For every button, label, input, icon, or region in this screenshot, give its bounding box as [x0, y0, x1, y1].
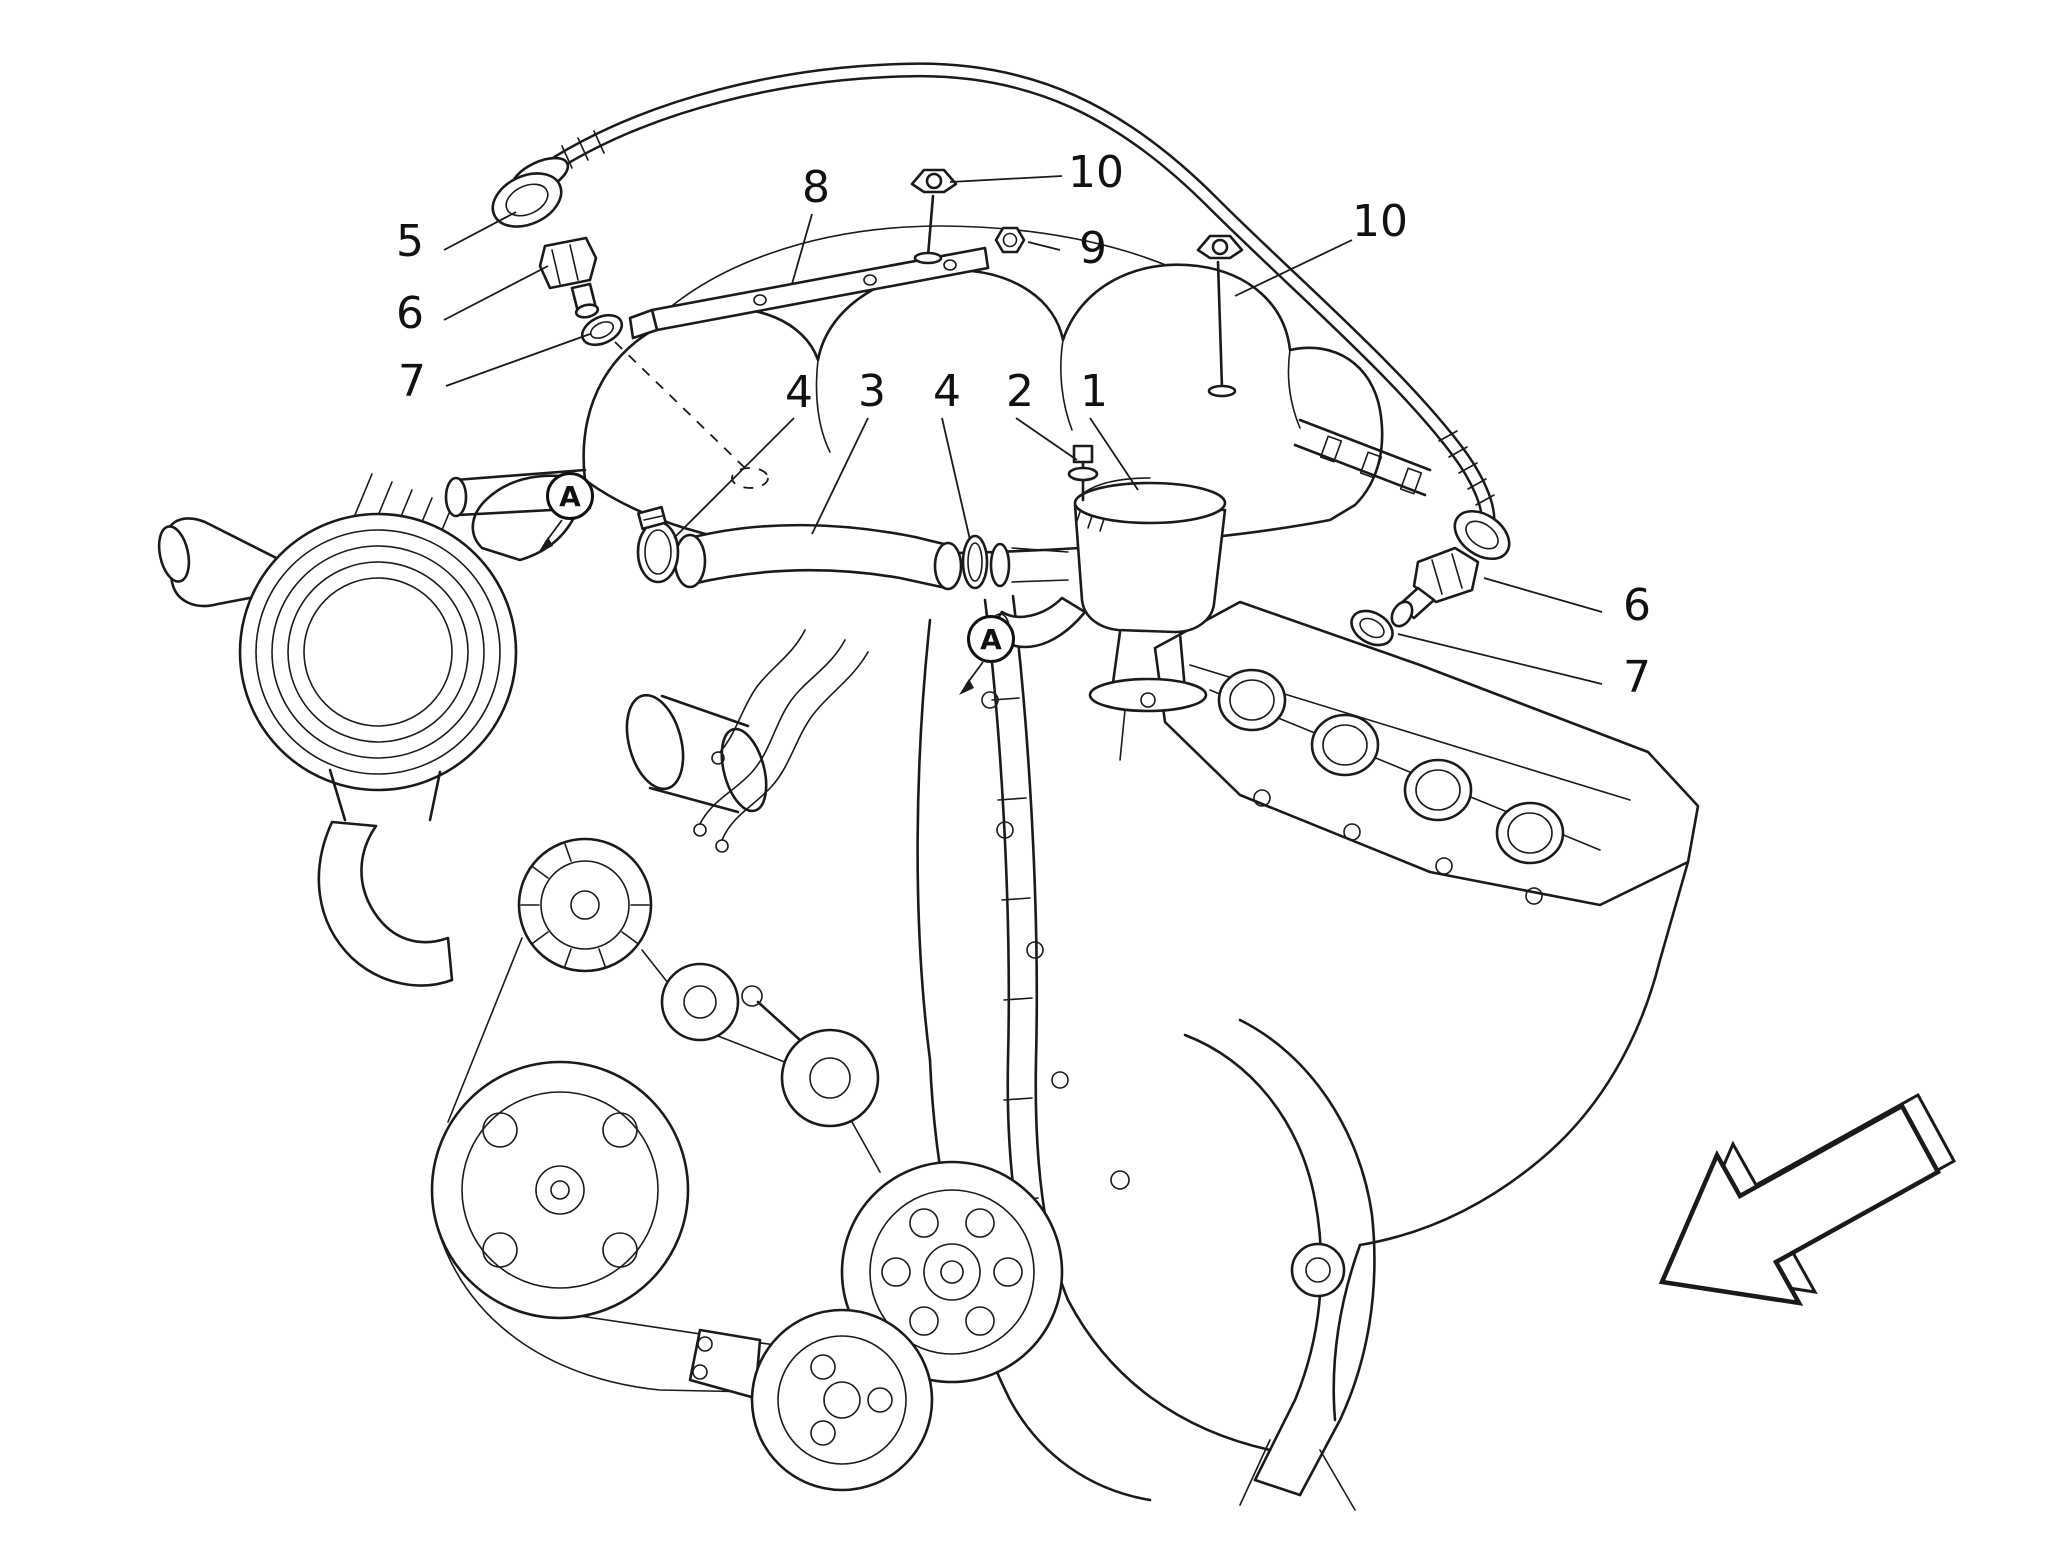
callout-4-right: 4 — [933, 366, 961, 417]
belt-and-pulleys — [430, 837, 1064, 1492]
ignition-coil-rings — [1217, 668, 1565, 865]
wiring-loom — [625, 629, 869, 853]
valve-cover — [1153, 600, 1700, 907]
callout-3: 3 — [858, 366, 886, 417]
washer-7-left — [580, 313, 624, 347]
callout-10-right: 10 — [1352, 196, 1408, 247]
alternator — [517, 837, 653, 973]
callout-8: 8 — [802, 162, 830, 213]
callout-10-top: 10 — [1068, 147, 1124, 198]
engine-mount-bracket — [1183, 1018, 1376, 1511]
pipe-clip-top — [910, 168, 958, 265]
marker-a-lower: A — [967, 615, 1015, 663]
pipe-clip-right — [1196, 234, 1244, 398]
breather-hose — [636, 505, 1069, 591]
callout-9: 9 — [1079, 223, 1107, 274]
breather-pipe — [550, 62, 1496, 530]
leader-lines — [443, 175, 1603, 695]
hose-clamp-right — [961, 534, 1011, 590]
separator-bolt — [1067, 444, 1099, 502]
idler-pulley — [660, 962, 740, 1042]
fitting-6-left — [538, 236, 600, 319]
power-steering-pulley — [430, 1060, 690, 1320]
intake-manifold — [444, 263, 1432, 562]
pipe-bracket — [628, 246, 990, 340]
block-arrow-icon — [1658, 1092, 1957, 1306]
callout-1: 1 — [1080, 366, 1108, 417]
ac-compressor — [688, 1308, 934, 1492]
bracket-nut — [994, 226, 1026, 254]
hose-clamp-left — [636, 505, 680, 584]
washer-7-right — [1350, 609, 1394, 647]
fitting-5-left — [491, 156, 570, 228]
corrugated-intake-duct — [157, 512, 518, 987]
callout-7-left: 7 — [398, 356, 426, 407]
oil-separator — [990, 444, 1227, 761]
fitting-6-right — [1390, 509, 1511, 628]
crankshaft-pulley — [840, 1160, 1064, 1384]
marker-a-upper: A — [546, 472, 594, 520]
callout-6-left: 6 — [396, 288, 424, 339]
belt-tensioner — [741, 985, 880, 1128]
callout-5-left: 5 — [396, 216, 424, 267]
callout-2: 2 — [1006, 366, 1034, 417]
callout-4-left: 4 — [785, 367, 813, 418]
callout-7-right: 7 — [1623, 652, 1651, 703]
callout-6-right: 6 — [1623, 580, 1651, 631]
